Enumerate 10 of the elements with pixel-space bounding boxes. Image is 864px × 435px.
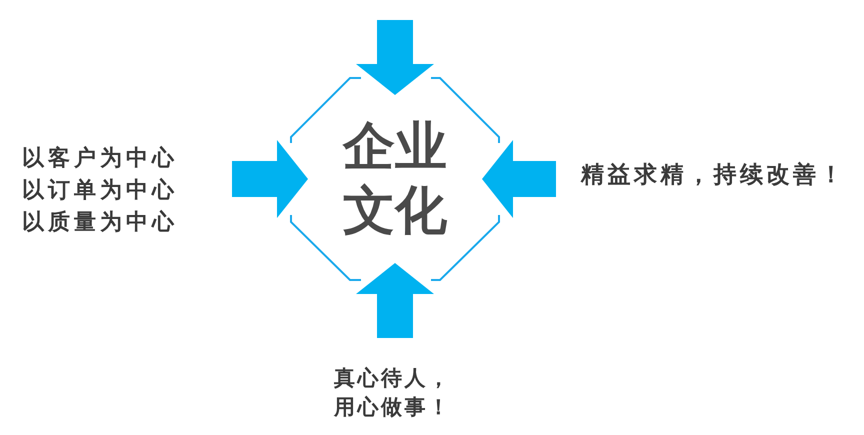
arrow: [232, 140, 308, 218]
slogan-text: 精益求精，持续改善！: [581, 160, 846, 190]
slogan-text: 真心待人，用心做事！: [334, 363, 456, 421]
arrow: [356, 20, 434, 95]
value-text: 以订单为中心: [22, 176, 178, 205]
value-text: 以质量为中心: [22, 208, 178, 237]
arrow: [482, 140, 556, 218]
arrow: [356, 263, 434, 338]
value-text: 以客户为中心: [22, 144, 178, 173]
center-title: 企业文化: [342, 116, 448, 243]
